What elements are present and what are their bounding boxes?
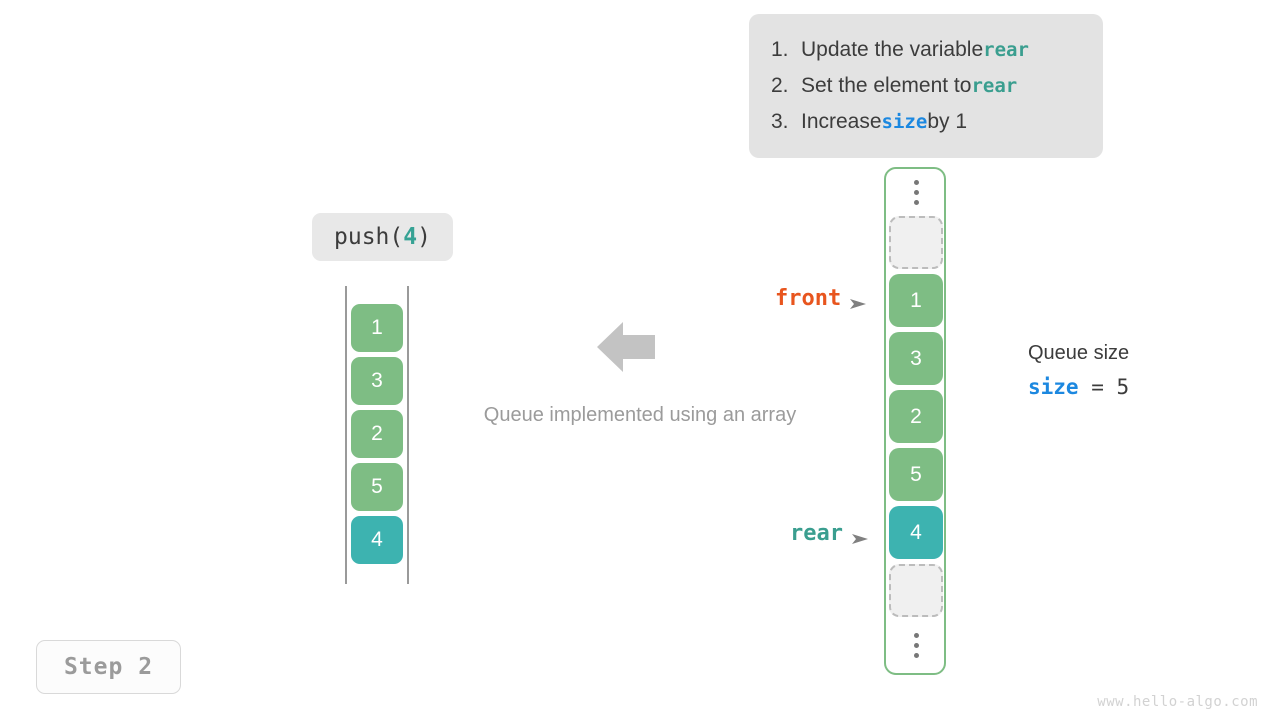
queue-cell-highlighted: 4 (351, 516, 403, 564)
instruction-text-pre: Set the element to (801, 74, 972, 97)
instruction-text-post: by 1 (927, 110, 968, 133)
left-queue-view: 1 3 2 5 4 (345, 286, 409, 584)
rear-pointer: rear (790, 521, 868, 546)
center-caption: Queue implemented using an array (483, 404, 797, 426)
queue-cell: 2 (351, 410, 403, 458)
pointer-arrow-icon (850, 292, 867, 309)
instruction-number: 2. (771, 74, 789, 97)
operation-label: push(4) (312, 213, 453, 261)
instruction-code-rear: rear (983, 39, 1029, 61)
watermark: www.hello-algo.com (1097, 694, 1258, 710)
front-pointer: front (775, 286, 867, 311)
memory-slot: 2 (889, 390, 943, 443)
right-memory-array: 1 3 2 5 4 (884, 167, 946, 675)
instruction-number: 3. (771, 110, 789, 133)
memory-slot-highlighted: 4 (889, 506, 943, 559)
memory-slot: 5 (889, 448, 943, 501)
queue-size-panel: Queue size size = 5 (1028, 342, 1129, 399)
queue-cell: 3 (351, 357, 403, 405)
memory-slot: 3 (889, 332, 943, 385)
queue-size-title: Queue size (1028, 342, 1130, 364)
instruction-item: 2. Set the element to rear (771, 68, 1081, 104)
queue-cell: 1 (351, 304, 403, 352)
instruction-item: 1. Update the variable rear (771, 32, 1081, 68)
operation-paren-close: ) (417, 224, 431, 250)
queue-size-expression: size = 5 (1028, 375, 1129, 399)
operation-name: push( (334, 224, 404, 250)
step-badge: Step 2 (36, 640, 181, 694)
memory-slot-empty (889, 216, 943, 269)
size-value: 5 (1116, 375, 1130, 399)
instruction-text-pre: Update the variable (801, 38, 984, 61)
instruction-item: 3. Increase size by 1 (771, 104, 1081, 140)
instruction-code-rear: rear (971, 75, 1018, 97)
instruction-code-size: size (881, 111, 928, 133)
size-equals: = (1078, 375, 1117, 399)
instruction-number: 1. (771, 38, 789, 61)
pointer-arrow-icon (851, 527, 868, 544)
front-pointer-label: front (775, 286, 842, 311)
instruction-callout: 1. Update the variable rear 2. Set the e… (749, 14, 1103, 158)
vertical-ellipsis-icon-top (889, 169, 943, 216)
memory-slot-stack: 1 3 2 5 4 (889, 169, 943, 669)
rear-pointer-label: rear (790, 521, 843, 546)
instruction-text-pre: Increase (801, 110, 882, 133)
memory-slot-empty (889, 564, 943, 617)
array-rail-right (407, 286, 409, 584)
operation-argument: 4 (403, 224, 418, 250)
size-variable-name: size (1028, 375, 1079, 399)
left-queue-cells: 1 3 2 5 4 (351, 304, 403, 569)
queue-cell: 5 (351, 463, 403, 511)
array-rail-left (345, 286, 347, 584)
vertical-ellipsis-icon-bottom (889, 622, 943, 669)
left-arrow-icon (597, 322, 655, 372)
memory-slot: 1 (889, 274, 943, 327)
